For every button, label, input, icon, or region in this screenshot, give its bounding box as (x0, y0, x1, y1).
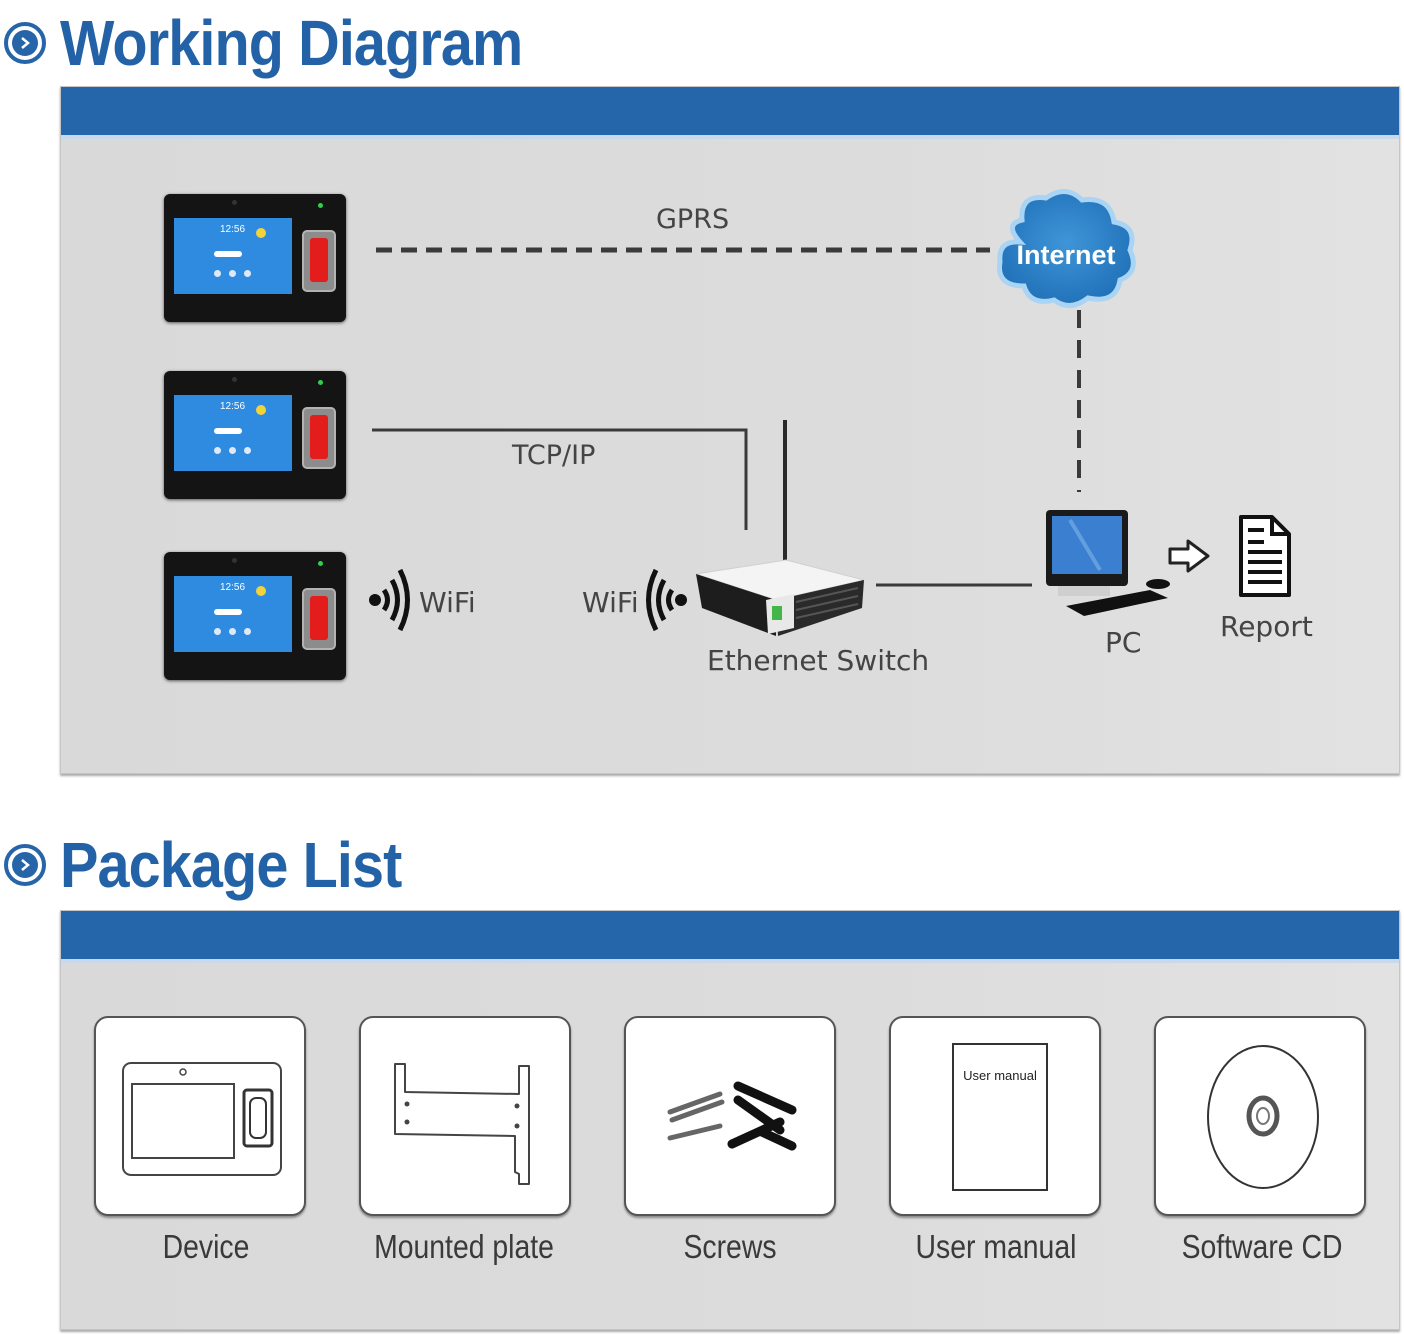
fingerprint-terminal-tcpip: 12:56 (164, 371, 346, 499)
package-item-screws (624, 1016, 836, 1216)
package-list-heading: Package List (4, 828, 439, 902)
app-icon (244, 447, 251, 454)
fingerprint-terminal-gprs: 12:56 (164, 194, 346, 322)
package-item-device (94, 1016, 306, 1216)
device-button (214, 609, 242, 615)
report-label: Report (1220, 610, 1313, 643)
package-label: User manual (915, 1228, 1077, 1265)
ethernet-switch-icon (695, 559, 865, 636)
cd-icon (1207, 1045, 1319, 1189)
device-button (214, 428, 242, 434)
chevron-circle-icon (4, 844, 46, 886)
weather-icon (256, 405, 266, 415)
report-document-icon (1239, 515, 1291, 597)
working-diagram-heading: Working Diagram (4, 6, 574, 80)
fingerprint-reader-icon (302, 407, 336, 469)
device-clock: 12:56 (220, 401, 246, 412)
arrow-right-icon (1168, 539, 1210, 573)
camera-icon (232, 558, 237, 563)
fingerprint-reader-icon (302, 588, 336, 650)
device-screen: 12:56 (174, 218, 292, 294)
app-icon (214, 628, 221, 635)
app-icon (244, 270, 251, 277)
panel-header-bar (61, 911, 1399, 963)
section-title: Working Diagram (60, 7, 523, 79)
panel-header-bar (61, 87, 1399, 139)
device-screen: 12:56 (174, 395, 292, 471)
app-icon (229, 628, 236, 635)
app-icon (214, 270, 221, 277)
fingerprint-reader-icon (302, 230, 336, 292)
package-label: Software CD (1181, 1228, 1343, 1265)
device-outline-icon (122, 1062, 282, 1176)
package-item-software-cd (1154, 1016, 1366, 1216)
wifi-signal-icon (646, 568, 687, 632)
connection-lines (372, 247, 1081, 587)
tcpip-link-line (372, 428, 748, 530)
app-icon (229, 447, 236, 454)
manual-cover-text: User manual (963, 1068, 1037, 1083)
tcpip-label: TCP/IP (512, 440, 596, 471)
package-item-user-manual: User manual (889, 1016, 1101, 1216)
package-label: Mounted plate (374, 1228, 554, 1265)
wifi-device-label: WiFi (419, 586, 476, 619)
device-clock: 12:56 (220, 224, 246, 235)
manual-icon: User manual (952, 1043, 1048, 1191)
gprs-label: GPRS (656, 204, 730, 235)
package-item-mounted-plate (359, 1016, 571, 1216)
camera-icon (232, 200, 237, 205)
pc-icon (1046, 510, 1170, 616)
section-title: Package List (60, 829, 402, 901)
wifi-switch-label: WiFi (582, 586, 639, 619)
package-label: Screws (683, 1228, 777, 1265)
pc-label: PC (1105, 626, 1142, 659)
device-screen: 12:56 (174, 576, 292, 652)
app-icon (244, 628, 251, 635)
package-label: Device (162, 1228, 250, 1265)
device-clock: 12:56 (220, 582, 246, 593)
screws-icon (667, 1081, 797, 1151)
internet-label: Internet (1016, 240, 1115, 270)
fingerprint-terminal-wifi: 12:56 (164, 552, 346, 680)
weather-icon (256, 228, 266, 238)
wifi-signal-icon (369, 568, 410, 632)
app-icon (214, 447, 221, 454)
weather-icon (256, 586, 266, 596)
mounting-plate-icon (394, 1063, 530, 1185)
switch-label: Ethernet Switch (707, 644, 930, 677)
app-icon (229, 270, 236, 277)
status-led (318, 203, 323, 208)
chevron-circle-icon (4, 22, 46, 64)
status-led (318, 561, 323, 566)
status-led (318, 380, 323, 385)
device-button (214, 251, 242, 257)
camera-icon (232, 377, 237, 382)
internet-cloud-icon: Internet (997, 189, 1136, 308)
